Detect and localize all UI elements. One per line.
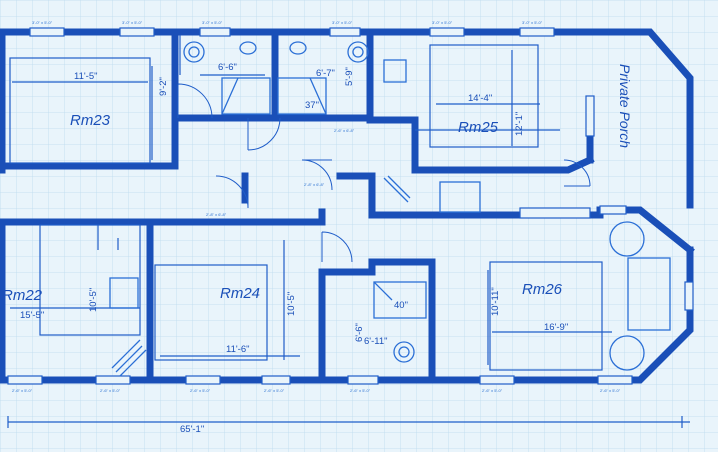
dim-bath-e: 6'-11" — [364, 336, 388, 347]
svg-text:3'-0" x 5'-0": 3'-0" x 5'-0" — [432, 20, 453, 25]
svg-text:2'-6" x 5'-0": 2'-6" x 5'-0" — [482, 388, 503, 393]
dim-overall-length: 65'-1" — [180, 424, 204, 435]
dim-rm26-width: 16'-9" — [544, 322, 568, 333]
room-rm26: Rm26 — [522, 281, 563, 298]
door-swings — [177, 83, 591, 263]
svg-text:3'-0" x 5'-0": 3'-0" x 5'-0" — [32, 20, 53, 25]
dim-bath-a: 6'-6" — [218, 62, 237, 73]
thin-lines — [7, 35, 690, 428]
svg-text:2'-8" x 6'-8": 2'-8" x 6'-8" — [304, 182, 325, 187]
svg-text:3'-0" x 5'-0": 3'-0" x 5'-0" — [202, 20, 223, 25]
svg-text:2'-6" x 6'-8": 2'-6" x 6'-8" — [334, 128, 355, 133]
dim-bath-b: 6'-7" — [316, 68, 335, 79]
annotations: 3'-0" x 5'-0" 3'-0" x 5'-0" 3'-0" x 5'-0… — [12, 20, 621, 393]
windows — [7, 27, 694, 385]
dimension-labels: 11'-5" 9'-2" 6'-6" 6'-7" 5'-9" 37" 14'-4… — [20, 62, 568, 435]
svg-text:2'-6" x 5'-0": 2'-6" x 5'-0" — [264, 388, 285, 393]
dim-shower-b: 40" — [394, 300, 408, 311]
svg-text:3'-0" x 5'-0": 3'-0" x 5'-0" — [332, 20, 353, 25]
dim-rm26-height: 10'-11" — [490, 287, 501, 316]
svg-text:2'-6" x 5'-0": 2'-6" x 5'-0" — [600, 388, 621, 393]
room-labels: Rm23 Rm25 Rm22 Rm24 Rm26 Private Porch — [2, 64, 633, 304]
dim-rm25-width: 14'-4" — [468, 93, 492, 104]
room-rm24: Rm24 — [220, 285, 260, 302]
svg-text:2'-6" x 5'-0": 2'-6" x 5'-0" — [12, 388, 33, 393]
svg-text:2'-6" x 5'-0": 2'-6" x 5'-0" — [190, 388, 211, 393]
private-porch-label: Private Porch — [617, 64, 633, 148]
room-rm23: Rm23 — [70, 112, 111, 129]
svg-text:3'-0" x 5'-0": 3'-0" x 5'-0" — [522, 20, 543, 25]
dim-rm24-height: 10'-5" — [286, 292, 297, 316]
dim-shower-a: 37" — [305, 100, 319, 111]
dim-bath-c: 5'-9" — [344, 67, 355, 86]
dim-rm24-width: 11'-6" — [226, 344, 250, 355]
dim-bath-d: 6'-6" — [354, 323, 365, 342]
dim-rm22-height: 10'-5" — [88, 288, 99, 312]
room-rm25: Rm25 — [458, 119, 499, 136]
dim-rm22-width: 15'-5" — [20, 310, 44, 321]
dim-rm23-width: 11'-5" — [74, 71, 98, 82]
dim-rm25-height: 12'-1" — [514, 112, 525, 136]
room-rm22: Rm22 — [2, 287, 43, 304]
svg-text:2'-6" x 5'-0": 2'-6" x 5'-0" — [350, 388, 371, 393]
svg-text:3'-0" x 5'-0": 3'-0" x 5'-0" — [122, 20, 143, 25]
fixtures — [109, 41, 671, 377]
dim-rm23-height: 9'-2" — [158, 77, 169, 96]
svg-text:2'-6" x 5'-0": 2'-6" x 5'-0" — [100, 388, 121, 393]
svg-text:2'-8" x 6'-8": 2'-8" x 6'-8" — [206, 212, 227, 217]
